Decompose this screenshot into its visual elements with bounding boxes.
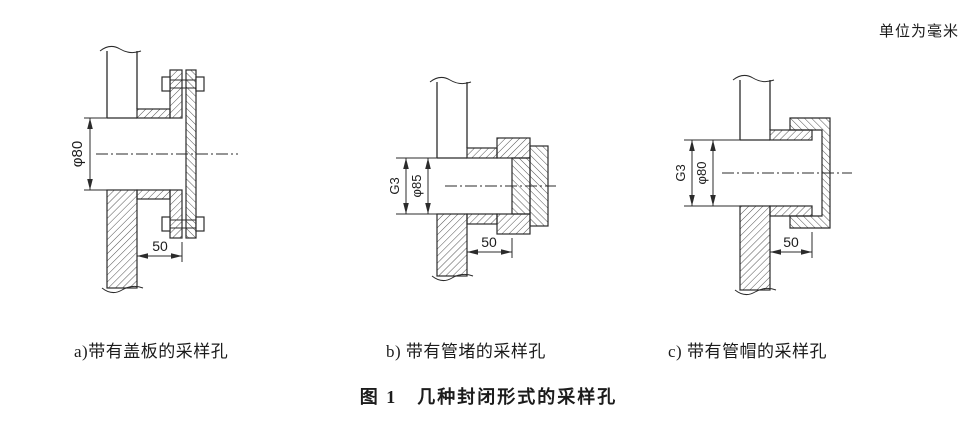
wall-section-lower [436,213,468,277]
wall-upper-edges [436,82,468,158]
dim-text-length: 50 [152,238,168,254]
figure-caption: 图 1 几种封闭形式的采样孔 [359,387,618,407]
dim-thread-and-diameter: G3 φ85 [387,157,440,215]
figure-c-label: c) 带有管帽的采样孔 [668,342,827,361]
dim-text-length: 50 [481,234,497,250]
wall-break-bottom [101,285,144,294]
dim-text-thread: G3 [673,164,688,181]
dim-thread-and-diameter: G3 φ80 [673,139,744,207]
socket-bottom [496,213,531,235]
wall-upper-edges [106,51,138,118]
dim-text-diameter: φ85 [409,175,424,198]
flange-upper [169,69,183,119]
drawing-c: G3 φ80 50 [673,74,852,296]
pipe-wall-bottom [769,205,813,217]
pipe-wall-bottom [136,189,171,200]
dim-text-length: 50 [783,234,799,250]
units-note: 单位为毫米 [878,24,959,40]
dim-text-diameter: φ80 [694,162,709,185]
dim-length: 50 [466,228,513,258]
wall-upper-edges [739,80,771,140]
wall-break-top [99,45,142,54]
dim-text-diameter: φ80 [69,141,86,167]
pipe-wall-top [769,129,813,141]
wall-section-lower [106,189,138,289]
wall-section-lower [739,205,771,291]
pipe-wall-top [136,108,171,119]
wall-break-top [429,76,472,85]
dim-length: 50 [136,205,183,262]
dim-text-thread: G3 [387,177,402,194]
wall-break-top [732,74,775,83]
pipe-wall-bottom [466,213,498,225]
wall-break-bottom [734,287,777,296]
socket-top [496,137,531,159]
figure-a-label: a)带有盖板的采样孔 [74,342,229,361]
flange-lower [169,189,183,239]
dim-diameter: φ80 [69,117,110,191]
figure-b-label: b) 带有管堵的采样孔 [386,342,546,361]
drawing-b: G3 φ85 50 [387,76,556,282]
bolt-top [161,76,205,92]
bolt-bottom [161,216,205,232]
pipe-wall-top [466,147,498,159]
dim-length: 50 [769,220,813,258]
wall-break-bottom [431,273,474,282]
drawing-a: φ80 50 [69,45,238,294]
